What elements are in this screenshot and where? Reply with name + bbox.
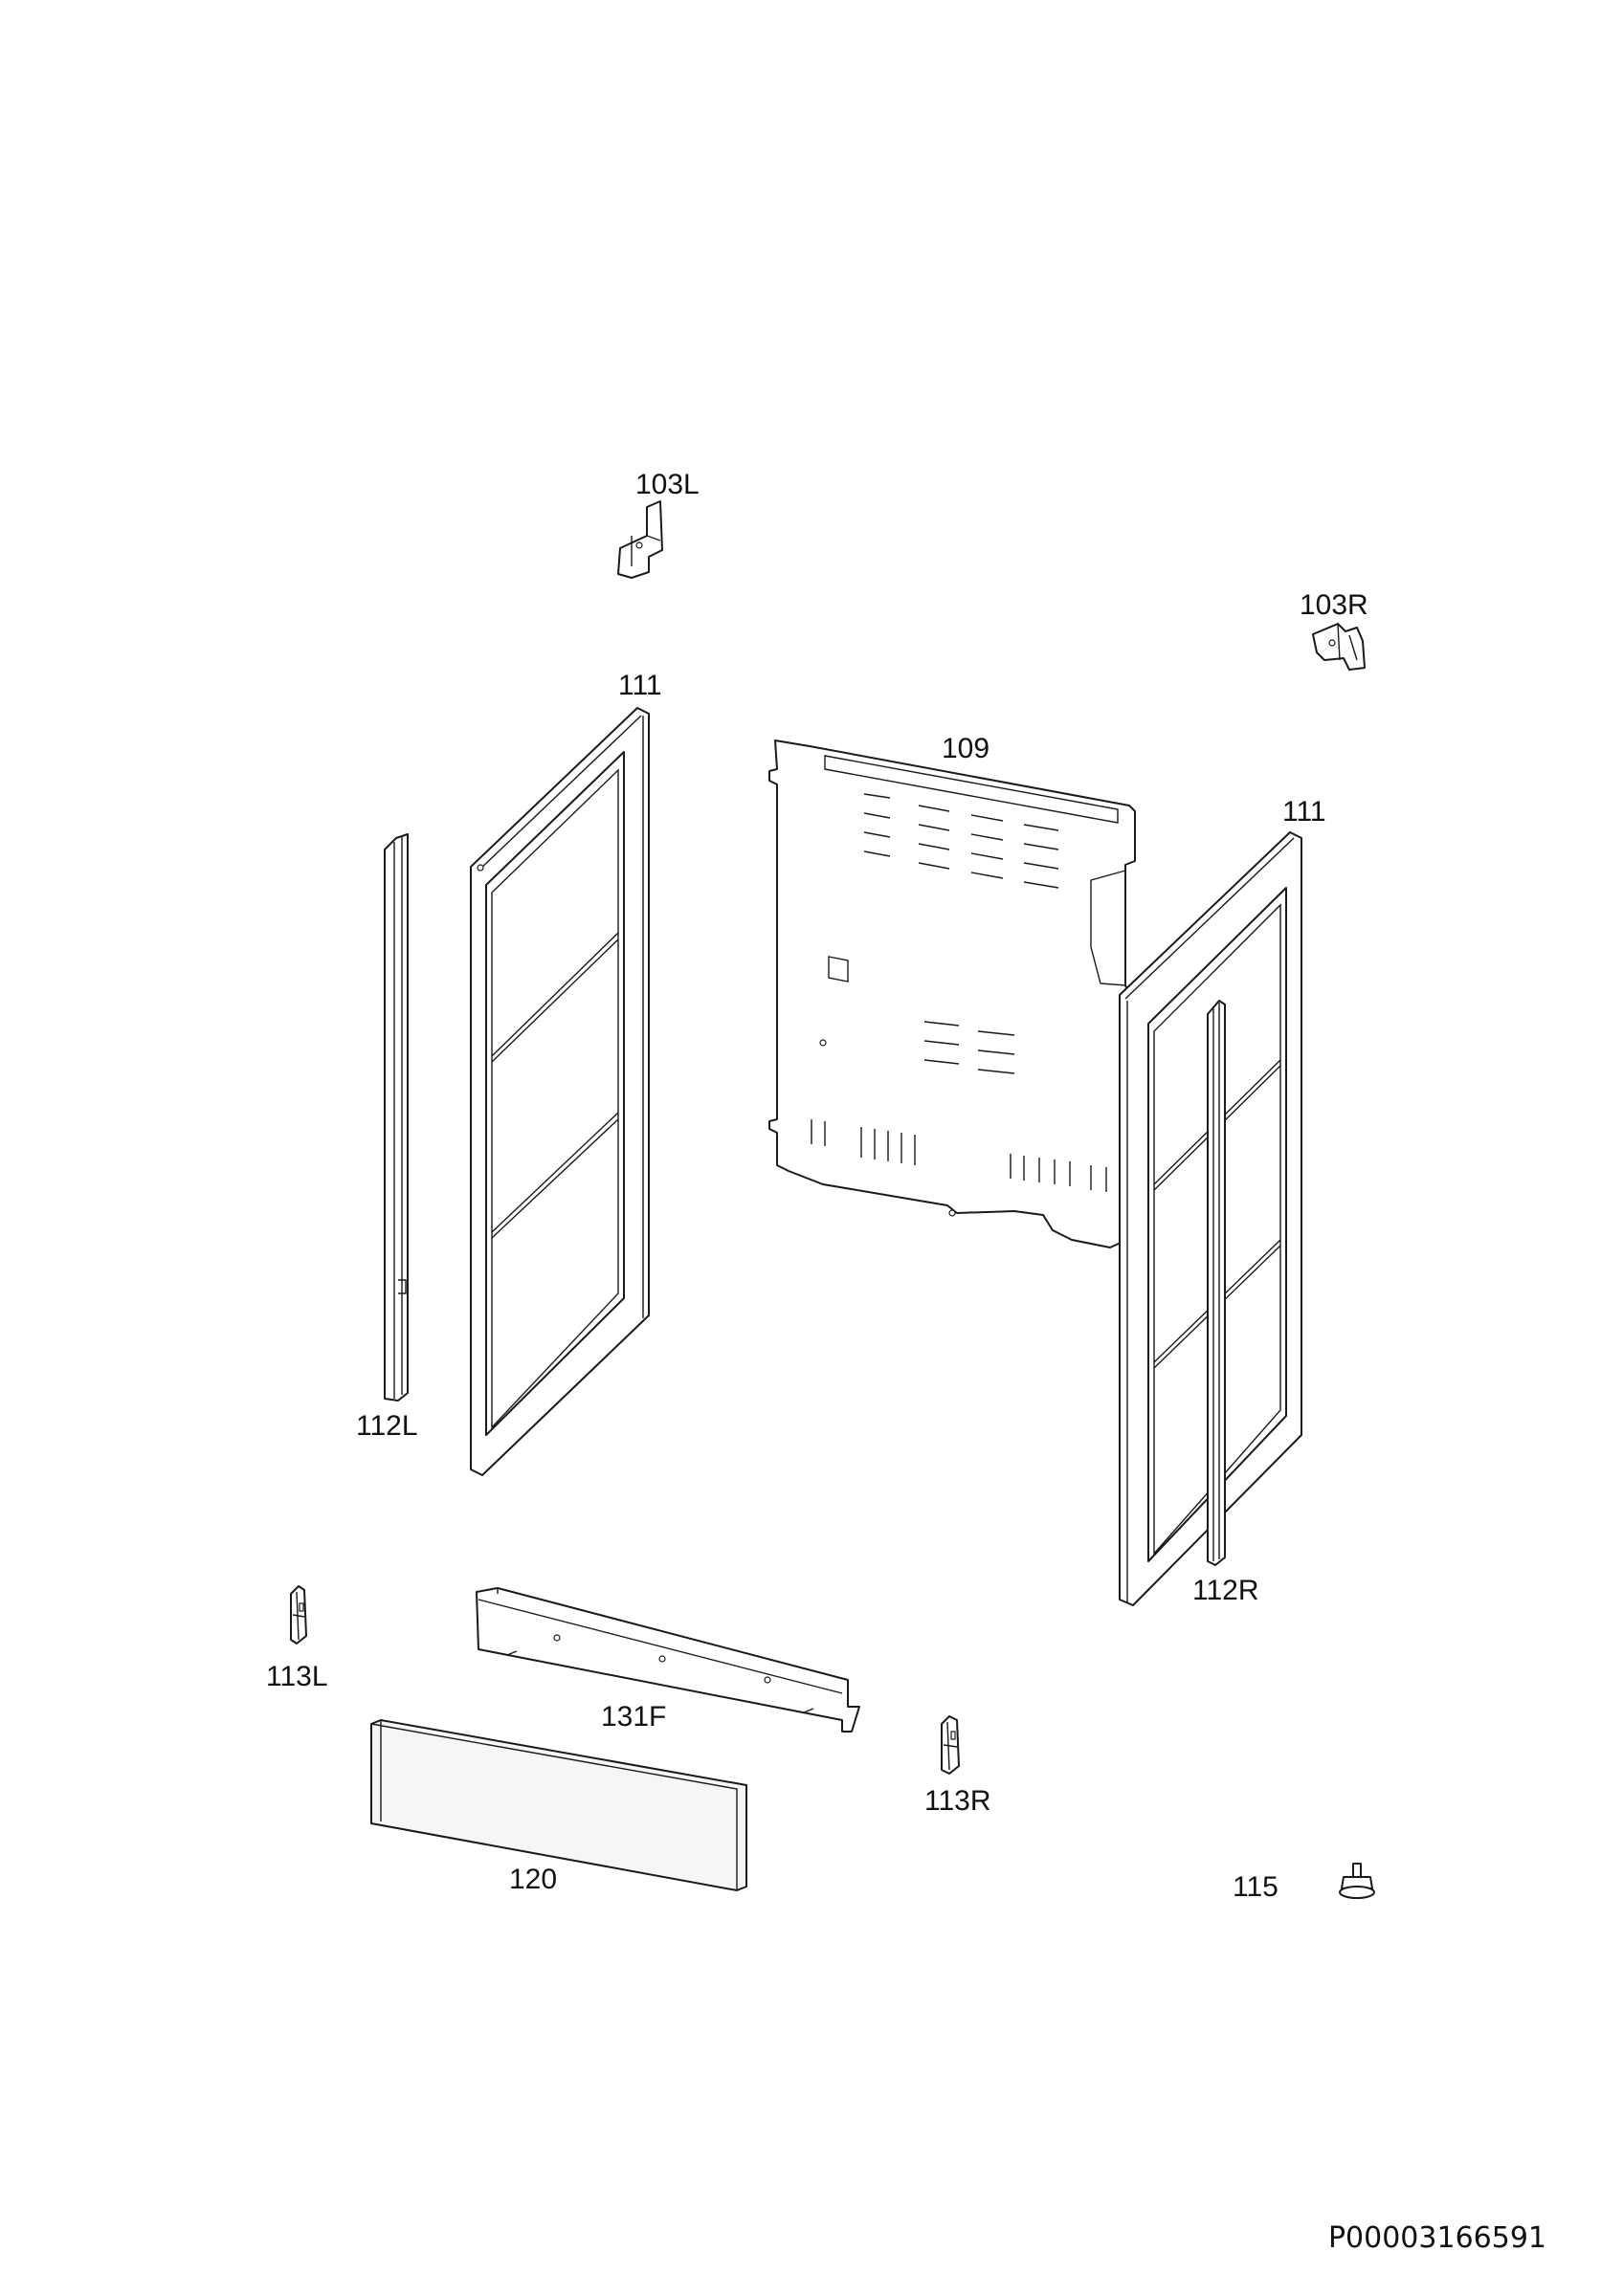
part-115-foot xyxy=(1339,1863,1375,1899)
part-103R-bracket xyxy=(1312,623,1366,671)
label-113R: 113R xyxy=(924,1785,991,1817)
label-115: 115 xyxy=(1233,1871,1278,1903)
part-109-back-panel xyxy=(768,740,1136,1248)
part-120-front-panel xyxy=(370,1718,747,1892)
label-103L: 103L xyxy=(635,469,700,500)
document-id: P00003166591 xyxy=(1327,2221,1546,2255)
label-111-right: 111 xyxy=(1282,796,1326,828)
label-103R: 103R xyxy=(1300,589,1368,621)
part-113L-bracket xyxy=(290,1585,307,1645)
part-112L-strip xyxy=(384,833,409,1402)
part-131F-rail xyxy=(476,1587,860,1733)
part-113R-bracket xyxy=(941,1715,960,1775)
part-111-left-side-panel xyxy=(470,707,650,1476)
label-131F: 131F xyxy=(601,1701,667,1733)
part-112R-strip xyxy=(1207,1000,1226,1566)
label-112R: 112R xyxy=(1192,1575,1259,1606)
label-111-left: 111 xyxy=(618,670,662,701)
label-109: 109 xyxy=(942,733,990,764)
label-112L: 112L xyxy=(356,1410,418,1442)
label-113L: 113L xyxy=(266,1661,328,1692)
label-120: 120 xyxy=(509,1864,558,1895)
part-103L-bracket xyxy=(617,500,663,579)
